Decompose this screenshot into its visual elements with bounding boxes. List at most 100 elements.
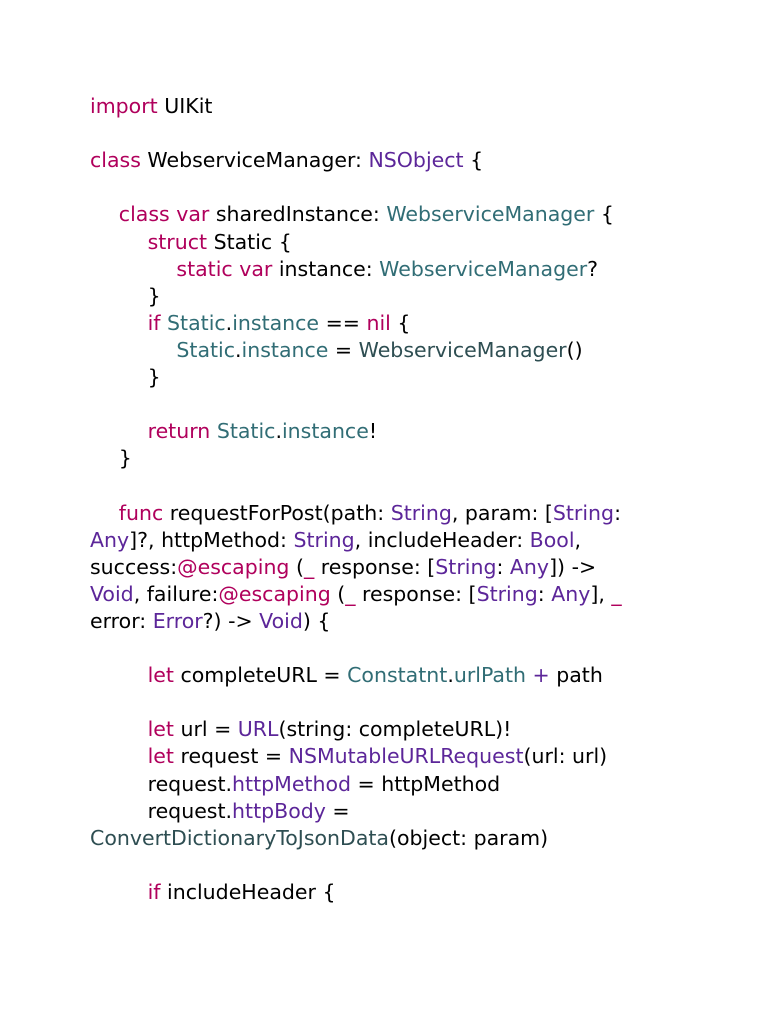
code-token: Void: [259, 608, 303, 633]
code-token: httpMethod: [232, 771, 352, 796]
code-line: request.httpBody =: [148, 798, 738, 825]
code-token: String: [552, 500, 615, 525]
code-token: if: [147, 879, 161, 904]
code-token: {: [390, 310, 411, 335]
code-token: ConvertDictionaryToJsonData: [90, 825, 389, 850]
code-line: func requestForPost(path: String, param:…: [119, 500, 738, 527]
code-token: @escaping: [177, 554, 290, 579]
code-token: class: [118, 202, 170, 227]
code-token: Static: [216, 419, 276, 444]
code-line: class var sharedInstance: WebserviceMana…: [119, 201, 738, 228]
code-token: NSMutableURLRequest: [288, 744, 524, 769]
code-token: (: [289, 554, 304, 579]
code-token: WebserviceManager: [379, 256, 588, 281]
code-token: request.: [147, 798, 233, 823]
code-token: NSObject: [368, 148, 464, 173]
code-line: }: [148, 364, 738, 391]
code-token: struct: [147, 229, 208, 254]
code-token: includeHeader {: [160, 879, 336, 904]
code-token: (url: url): [523, 744, 608, 769]
code-token: urlPath: [453, 663, 526, 688]
code-token: .: [225, 310, 233, 335]
code-token: class: [90, 148, 141, 173]
code-token: ]?, httpMethod:: [129, 527, 294, 552]
code-token: Any: [509, 554, 550, 579]
code-token: (: [330, 581, 346, 606]
code-token: var: [176, 202, 210, 227]
code-token: .: [447, 663, 454, 688]
code-token: let: [147, 744, 174, 769]
code-line: if Static.instance == nil {: [148, 310, 738, 337]
code-token: , param: [: [451, 500, 553, 525]
code-line: [90, 120, 738, 147]
code-line: request.httpMethod = httpMethod: [148, 771, 738, 798]
code-token: :: [537, 581, 552, 606]
code-token: let: [147, 717, 174, 742]
code-line: [90, 472, 738, 499]
code-token: String: [435, 554, 497, 579]
code-line: }: [148, 283, 738, 310]
code-token: ],: [590, 581, 612, 606]
code-token: (object: param): [389, 825, 549, 850]
code-token: _: [303, 554, 315, 579]
code-token: :: [614, 500, 621, 525]
code-token: String: [390, 500, 452, 525]
code-token: ) {: [302, 608, 331, 633]
code-token: httpBody: [232, 798, 326, 823]
code-token: URL: [237, 717, 279, 742]
code-line: [90, 689, 738, 716]
code-token: +: [532, 663, 550, 688]
code-token: Static: [167, 310, 226, 335]
code-token: instance: [281, 419, 369, 444]
code-token: UIKit: [157, 94, 213, 118]
code-token: import: [90, 94, 158, 118]
code-token: Static {: [207, 229, 292, 254]
code-token: ==: [319, 310, 367, 335]
code-line: struct Static {: [148, 229, 738, 256]
code-token: String: [476, 581, 538, 606]
code-token: instance: [241, 337, 329, 362]
code-token: static: [176, 256, 233, 281]
code-token: =: [328, 337, 359, 362]
code-line: ConvertDictionaryToJsonData(object: para…: [90, 825, 738, 852]
code-line: Any]?, httpMethod: String, includeHeader…: [90, 527, 738, 554]
code-line: [90, 174, 738, 201]
code-token: (): [566, 337, 583, 362]
code-token: error:: [90, 608, 153, 633]
code-token: WebserviceManager: [386, 202, 595, 227]
code-token: !: [368, 419, 378, 444]
code-token: Any: [90, 527, 130, 552]
code-token: instance: [232, 310, 320, 335]
code-token: (string: completeURL)!: [278, 717, 512, 742]
code-token: {: [463, 148, 484, 173]
code-token: Bool: [529, 527, 575, 552]
code-token: let: [147, 663, 174, 688]
code-line: if includeHeader {: [148, 879, 738, 906]
code-line: let completeURL = Constatnt.urlPath + pa…: [148, 662, 738, 689]
code-token: ?) ->: [202, 608, 260, 633]
code-token: Any: [551, 581, 591, 606]
code-token: response: [: [355, 581, 477, 606]
code-line: return Static.instance!: [148, 418, 738, 445]
code-line: [90, 635, 738, 662]
code-token: _: [345, 581, 356, 606]
code-token: success:: [90, 554, 178, 579]
code-line: [90, 852, 738, 879]
code-token: @escaping: [218, 581, 331, 606]
code-token: :: [496, 554, 510, 579]
code-token: .: [275, 419, 282, 444]
code-token: Void: [90, 581, 134, 606]
code-token: request =: [173, 744, 289, 769]
code-line: error: Error?) -> Void) {: [90, 608, 738, 635]
code-line: import UIKit: [90, 93, 738, 120]
code-line: static var instance: WebserviceManager?: [176, 256, 738, 283]
code-token: }: [147, 283, 161, 308]
code-token: }: [118, 446, 132, 471]
code-token: WebserviceManager: [358, 337, 567, 362]
code-token: if: [147, 310, 161, 335]
code-token: ]) ->: [549, 554, 597, 579]
code-token: sharedInstance:: [209, 202, 387, 227]
code-line: let request = NSMutableURLRequest(url: u…: [148, 743, 738, 770]
code-token: nil: [366, 310, 391, 335]
